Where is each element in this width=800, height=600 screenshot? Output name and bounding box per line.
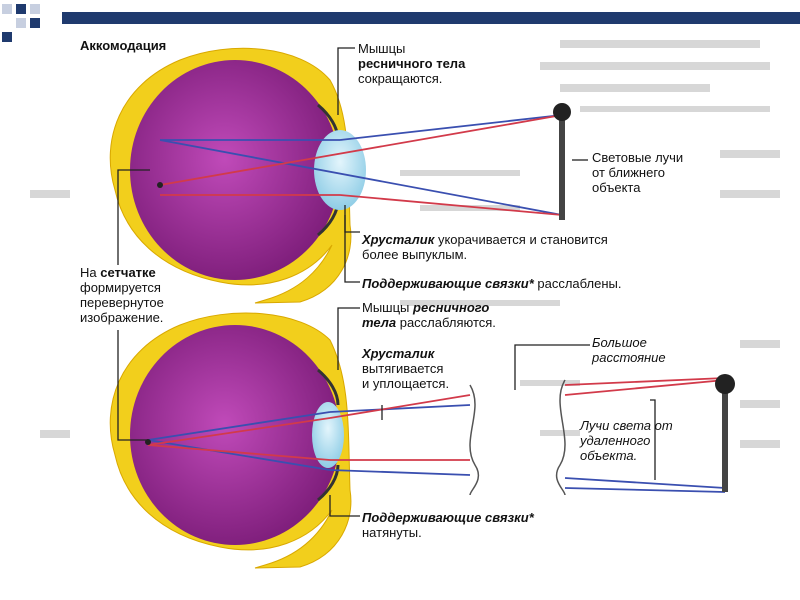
label-line: натянуты. [362,525,534,540]
label-line: Большое [592,335,666,350]
label-line: расстояние [592,350,666,365]
label-line: объекта. [580,448,673,463]
distance-break-marks [470,380,565,495]
label-bold: Поддерживающие связки* [362,276,534,291]
label-text: На [80,265,97,280]
label-text: Мышцы [362,300,409,315]
label-far-rays: Лучи света от удаленного объекта. [580,418,673,463]
label-line: и уплощается. [362,376,449,391]
label-ligaments-tense: Поддерживающие связки* натянуты. [362,510,534,540]
label-muscles-relax: Мышцы ресничного тела расслабляются. [362,300,496,330]
label-line: Мышцы [358,41,465,56]
label-line: изображение. [80,310,164,325]
label-line-bold: ресничного тела [358,56,465,71]
label-line: от ближнего [592,165,683,180]
label-muscles-contract: Мышцы ресничного тела сокращаются. [358,41,465,86]
label-retina: На сетчатке формируется перевернутое изо… [80,265,164,325]
eyeball-bottom [130,325,340,545]
label-near-rays: Световые лучи от ближнего объекта [592,150,683,195]
label-ligaments-relaxed: Поддерживающие связки* расслаблены. [362,276,621,291]
label-text: расслаблены. [537,276,621,291]
label-line: сокращаются. [358,71,465,86]
label-bold: сетчатке [100,265,156,280]
diagram-title: Аккомодация [80,38,166,53]
label-bold: Хрусталик [362,232,434,247]
label-line: объекта [592,180,683,195]
label-bold: ресничного [413,300,489,315]
label-line: вытягивается [362,361,449,376]
label-line: более выпуклым. [362,247,608,262]
label-text: укорачивается и становится [438,232,608,247]
label-line: Лучи света от [580,418,673,433]
label-bold: Поддерживающие связки* [362,510,534,525]
eyeball-top [130,60,340,280]
label-line: Световые лучи [592,150,683,165]
label-line: удаленного [580,433,673,448]
label-lens-flattens: Хрусталик вытягивается и уплощается. [362,346,449,391]
label-text: расслабляются. [400,315,496,330]
label-big-distance: Большое расстояние [592,335,666,365]
label-line: перевернутое [80,295,164,310]
label-bold: тела [362,315,396,330]
label-lens-shortens: Хрусталик укорачивается и становится бол… [362,232,608,262]
label-bold: Хрусталик [362,346,434,361]
label-line: формируется [80,280,164,295]
